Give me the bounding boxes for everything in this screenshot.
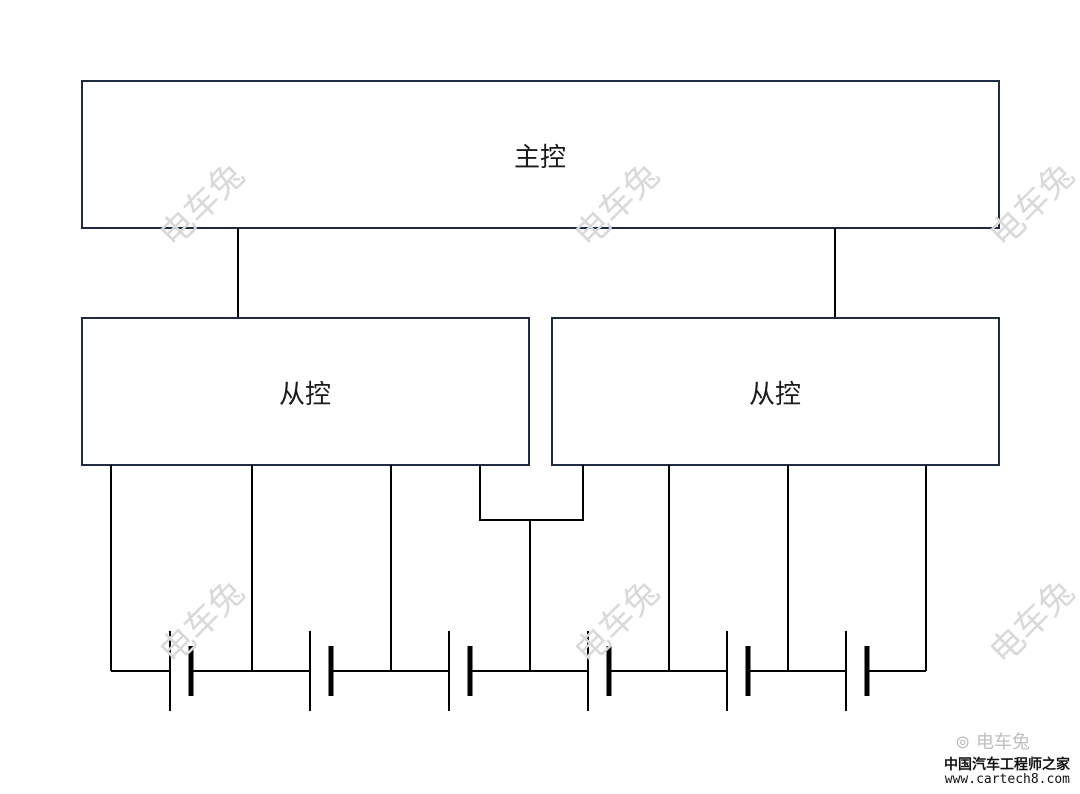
footer: ⊚ 电车兔 中国汽车工程师之家 www.cartech8.com bbox=[944, 732, 1070, 788]
battery-cell bbox=[169, 631, 194, 711]
footer-brand: 中国汽车工程师之家 bbox=[944, 756, 1070, 773]
footer-url: www.cartech8.com bbox=[944, 772, 1070, 788]
battery-cell bbox=[845, 631, 870, 711]
battery-cell bbox=[587, 631, 612, 711]
battery-cell bbox=[726, 631, 751, 711]
shared-tap-wire bbox=[479, 465, 584, 521]
wechat-icon: ⊚ bbox=[955, 731, 971, 753]
wechat-watermark: ⊚ 电车兔 bbox=[955, 731, 1030, 754]
slave-label-right: 从控 bbox=[749, 380, 801, 410]
master-box bbox=[81, 80, 1000, 229]
watermark: 电车兔 bbox=[567, 572, 667, 672]
slave-box-left bbox=[81, 317, 530, 466]
watermark: 电车兔 bbox=[982, 572, 1080, 672]
wechat-account-name: 电车兔 bbox=[976, 731, 1030, 753]
battery-cell bbox=[448, 631, 473, 711]
slave-box-right bbox=[551, 317, 1000, 466]
slave-label-left: 从控 bbox=[279, 380, 331, 410]
sense-wires bbox=[110, 465, 927, 671]
battery-cell bbox=[309, 631, 334, 711]
watermark: 电车兔 bbox=[152, 572, 252, 672]
master-label: 主控 bbox=[514, 143, 566, 173]
